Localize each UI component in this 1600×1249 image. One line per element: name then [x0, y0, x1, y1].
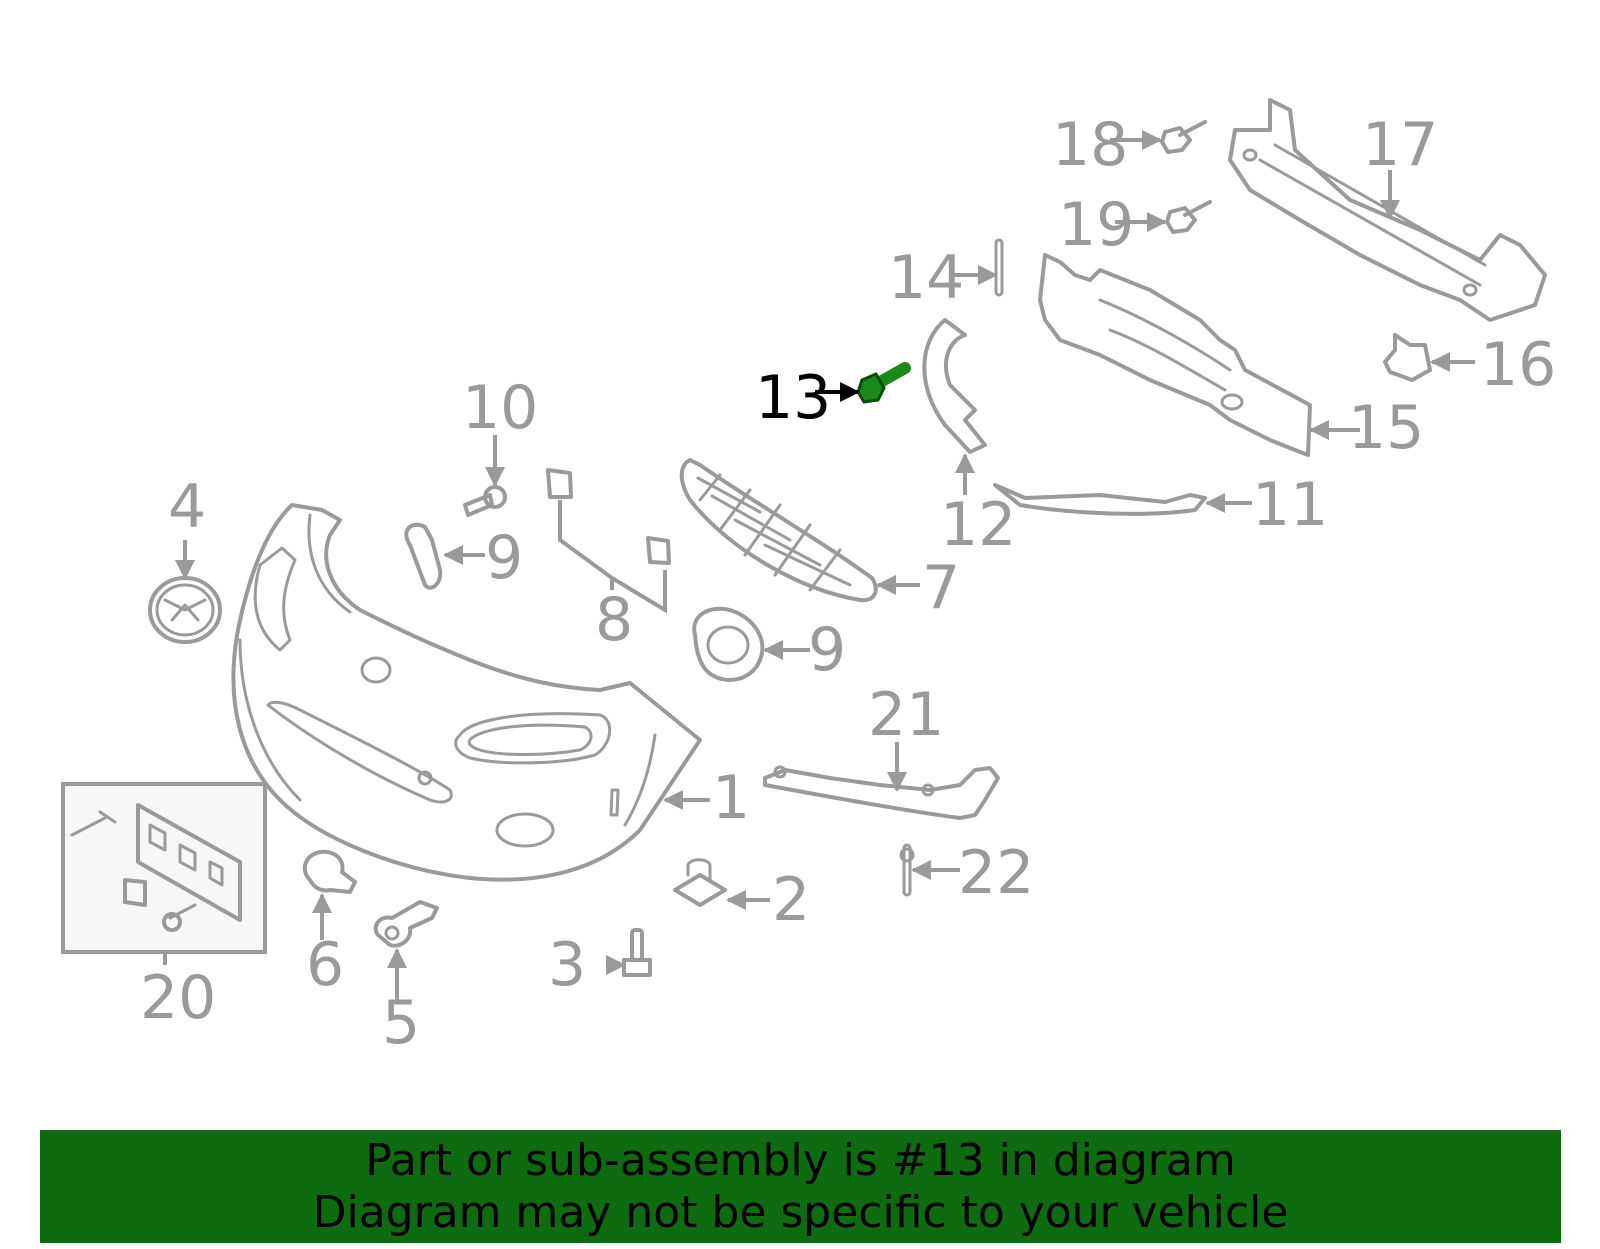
part-2-clip-nut	[673, 858, 727, 907]
part-20-kit	[61, 782, 267, 954]
part-22-pin	[899, 843, 915, 897]
callout-4: 4	[168, 472, 206, 542]
callout-16: 16	[1480, 330, 1556, 400]
part-14-pin	[994, 238, 1004, 297]
callout-15: 15	[1348, 393, 1424, 463]
callout-1: 1	[712, 763, 750, 833]
part-5-bracket	[373, 900, 439, 948]
part-15-absorber	[1038, 253, 1312, 457]
callout-5: 5	[382, 988, 420, 1058]
callout-12: 12	[940, 490, 1016, 560]
part-18-bolt	[1160, 120, 1207, 154]
callout-22: 22	[958, 838, 1034, 908]
part-7-grille	[679, 458, 878, 603]
part-12-bracket	[922, 318, 987, 454]
callout-11: 11	[1252, 470, 1328, 540]
part-21-lower-trim	[763, 765, 1000, 820]
info-banner: Part or sub-assembly is #13 in diagram D…	[40, 1130, 1561, 1243]
leader-lines	[163, 130, 1475, 1000]
callout-17: 17	[1362, 110, 1438, 180]
callout-10: 10	[462, 373, 538, 443]
part-1-bumper-fascia	[231, 503, 702, 882]
part-19-bolt	[1165, 200, 1212, 234]
callout-14: 14	[888, 243, 964, 313]
callout-7: 7	[922, 553, 960, 623]
callout-9b: 9	[808, 615, 846, 685]
callout-19: 19	[1058, 190, 1134, 260]
part-3-bolt	[622, 928, 652, 977]
callout-6: 6	[306, 930, 344, 1000]
callout-2: 2	[772, 865, 810, 935]
callout-18: 18	[1052, 110, 1128, 180]
part-9b-bezel	[692, 606, 765, 682]
callout-21: 21	[868, 680, 944, 750]
part-6-cap	[302, 849, 357, 894]
callout-8: 8	[595, 585, 633, 655]
callout-3: 3	[548, 930, 586, 1000]
part-10-screw	[463, 485, 507, 517]
part-13-bolt	[856, 362, 911, 404]
callout-13: 13	[755, 363, 831, 433]
callout-labels: 1 2 3 4 5 6 7 8 9 9 10 11 12 13 14 15 16…	[140, 110, 1556, 1058]
part-11-trim	[993, 483, 1207, 516]
part-4-emblem	[148, 576, 222, 644]
banner-line-2: Diagram may not be specific to your vehi…	[312, 1186, 1289, 1238]
part-16-bracket	[1383, 333, 1432, 382]
banner-line-1: Part or sub-assembly is #13 in diagram	[365, 1134, 1236, 1186]
part-8-clips	[546, 468, 671, 614]
part-9a-bezel	[404, 522, 443, 590]
callout-9a: 9	[485, 523, 523, 593]
callout-20: 20	[140, 963, 216, 1033]
